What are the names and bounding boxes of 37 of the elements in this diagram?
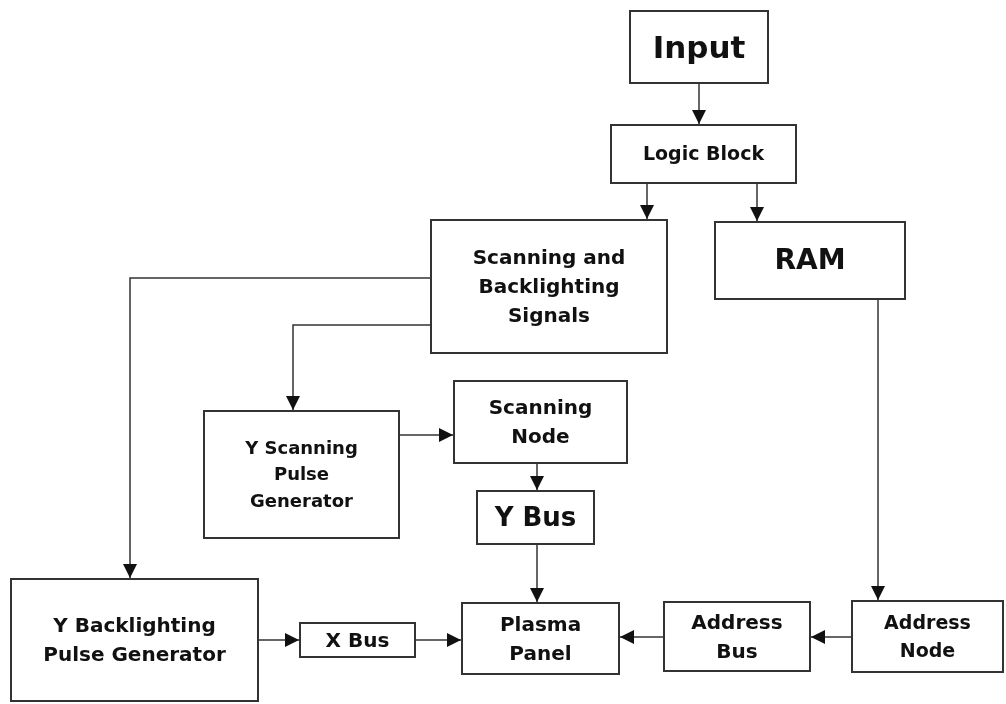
process-box — [10, 578, 259, 702]
process-box — [299, 622, 416, 658]
arrow — [871, 299, 885, 601]
box-label: Y Bus — [494, 500, 577, 534]
box-label: RAM — [774, 242, 846, 279]
process-box — [851, 600, 1004, 673]
arrow — [640, 183, 654, 220]
process-box — [714, 221, 906, 300]
arrow — [692, 83, 706, 125]
box-label: Y Scanning Pulse Generator — [244, 436, 359, 513]
arrow — [619, 630, 664, 644]
box-label: Address Bus — [690, 608, 784, 665]
arrow — [415, 633, 462, 647]
process-box — [610, 124, 797, 184]
box-label: X Bus — [325, 626, 390, 654]
process-box — [453, 380, 628, 464]
box-label: Address Node — [883, 609, 972, 663]
arrow — [258, 633, 300, 647]
arrow — [530, 544, 544, 603]
box-label: Input — [652, 27, 746, 67]
process-box — [430, 219, 668, 354]
arrow — [810, 630, 852, 644]
arrow — [123, 277, 431, 579]
box-label: Scanning and Backlighting Signals — [471, 244, 627, 329]
process-box — [629, 10, 769, 84]
box-label: Scanning Node — [487, 394, 594, 450]
arrow — [530, 463, 544, 491]
process-box — [203, 410, 400, 539]
process-box — [663, 601, 811, 672]
process-box — [461, 602, 620, 675]
box-label: Logic Block — [642, 141, 765, 167]
arrow — [399, 428, 454, 442]
box-label: Plasma Panel — [498, 610, 583, 667]
box-label: Y Backlighting Pulse Generator — [42, 612, 227, 668]
arrow — [750, 183, 764, 222]
process-box — [476, 490, 595, 545]
arrow — [286, 324, 431, 411]
